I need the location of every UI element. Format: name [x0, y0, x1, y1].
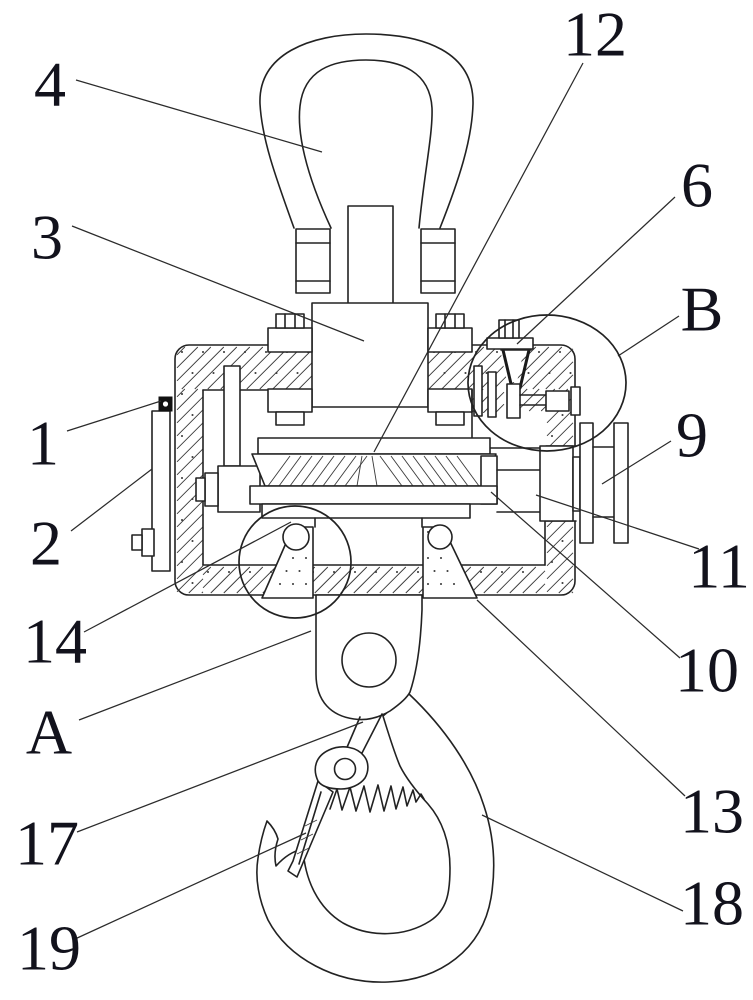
leader-line-17	[76, 721, 364, 833]
leader-lines	[66, 62, 700, 940]
ref-label-3: 3	[31, 202, 63, 273]
roller-left	[282, 523, 310, 551]
ref-label-17: 17	[15, 808, 79, 879]
detail-circle-b	[467, 314, 627, 452]
load-plate-assembly	[249, 437, 498, 528]
screw-slot-left	[501, 348, 514, 390]
disc-left	[579, 422, 594, 544]
leader-line-3	[71, 225, 365, 342]
latch-pivot-hole	[333, 757, 357, 781]
leader-line-14	[83, 521, 292, 633]
load-plate-bottom	[249, 485, 498, 505]
ref-label-18: 18	[680, 868, 744, 939]
guide-rod	[223, 365, 241, 467]
ref-label-6: 6	[681, 150, 713, 221]
stem-mount-flanges	[267, 302, 473, 426]
leader-line-10	[490, 491, 681, 659]
ref-label-1: 1	[27, 408, 59, 479]
leader-line-18	[481, 814, 684, 912]
ref-label-B: B	[681, 274, 724, 345]
disc-right	[613, 422, 629, 544]
support-blocks	[261, 523, 478, 599]
roller-right	[427, 524, 453, 550]
ref-label-11: 11	[688, 531, 750, 602]
shackle-ring	[259, 33, 474, 294]
shackle-roller-right	[420, 228, 456, 294]
leader-line-11	[535, 494, 700, 550]
ref-label-2: 2	[30, 508, 62, 579]
ref-label-19: 19	[17, 913, 81, 984]
leader-line-2	[70, 468, 153, 532]
leader-line-9	[601, 440, 672, 485]
ref-label-12: 12	[563, 0, 627, 70]
leader-line-19	[74, 832, 307, 940]
hook	[256, 594, 495, 983]
ref-label-4: 4	[34, 49, 66, 120]
ref-label-13: 13	[680, 776, 744, 847]
detail-circle-a	[238, 505, 352, 619]
side-seal-plate	[131, 396, 173, 572]
latch-teeth	[329, 784, 425, 813]
ref-label-10: 10	[675, 635, 739, 706]
hook-body	[256, 693, 495, 983]
leader-line-B	[617, 315, 680, 357]
inner-rod-bracket	[195, 365, 261, 513]
set-screw	[506, 383, 521, 419]
coupling-block	[539, 445, 574, 522]
leader-line-12	[373, 62, 584, 453]
leader-line-13	[476, 599, 686, 797]
mount-block	[311, 302, 429, 408]
ref-label-9: 9	[676, 400, 708, 471]
safety-latch	[287, 746, 369, 878]
leader-line-A	[78, 630, 312, 721]
ref-label-A: A	[26, 697, 72, 768]
leader-line-4	[75, 79, 323, 153]
screw-slot-right	[518, 348, 531, 390]
shaft-and-discs	[496, 422, 629, 544]
stem	[347, 205, 394, 305]
ref-label-14: 14	[23, 606, 87, 677]
leader-line-6	[516, 196, 676, 345]
stem-and-block	[347, 205, 394, 305]
shank-eye-hole	[341, 632, 397, 688]
shackle-roller-left	[295, 228, 331, 294]
rib-pattern	[267, 455, 480, 487]
leader-line-1	[66, 400, 162, 432]
